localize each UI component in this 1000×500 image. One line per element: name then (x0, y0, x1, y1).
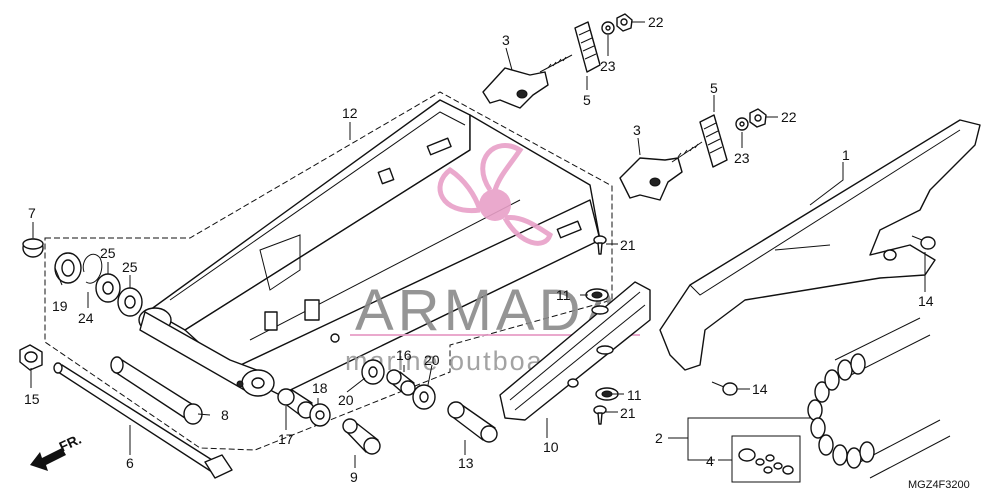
callout-14-lower: 14 (752, 381, 768, 397)
callout-25-right: 25 (122, 259, 138, 275)
bolt-14-lower (711, 381, 738, 396)
callout-24: 24 (78, 310, 94, 326)
callout-18: 18 (312, 380, 328, 396)
adjuster-plate-lower (699, 114, 728, 168)
cap-7 (22, 238, 44, 258)
collar-17 (277, 388, 315, 419)
collar-11-lower (595, 387, 619, 401)
callout-4: 4 (706, 453, 714, 469)
callout-19: 19 (52, 298, 68, 314)
chain-slider (499, 281, 651, 421)
callout-16: 16 (396, 347, 412, 363)
bearing-25-left (95, 273, 121, 303)
needle-bearing-16 (386, 369, 416, 396)
callout-2: 2 (655, 430, 663, 446)
nut-22-lower (749, 108, 767, 128)
callout-11-upper: 11 (556, 287, 571, 303)
callout-20-left: 20 (338, 392, 354, 408)
leader-lines (30, 21, 926, 468)
circlip-24 (82, 253, 103, 284)
washer-23-lower (735, 117, 749, 131)
nut-22-upper (616, 13, 633, 32)
callout-labels: 1 2 3 3 4 5 5 6 7 8 9 10 11 11 12 13 14 … (24, 14, 934, 485)
callout-1: 1 (842, 147, 850, 163)
callout-5-lower: 5 (710, 80, 718, 96)
callout-23-upper: 23 (600, 58, 616, 74)
pivot-collar (110, 356, 203, 425)
swingarm-group-outline (44, 91, 613, 451)
drive-chain (807, 317, 951, 479)
callout-17: 17 (278, 431, 294, 447)
adjuster-plate-upper (574, 21, 601, 73)
front-direction-label: FR. (57, 431, 84, 455)
callout-9: 9 (350, 469, 358, 485)
chain-adjuster-upper (482, 54, 573, 109)
joint-kit-parts (738, 448, 794, 475)
callout-21-lower: 21 (620, 405, 636, 421)
screw-21-upper (593, 235, 607, 255)
callout-3-lower: 3 (633, 122, 641, 138)
propeller-logo-icon (437, 143, 553, 246)
seal-20-lower (412, 384, 436, 410)
seal-18 (309, 403, 331, 427)
callout-20-right: 20 (424, 352, 440, 368)
callout-13: 13 (458, 455, 474, 471)
chain-adjuster-lower (619, 141, 703, 201)
callout-8: 8 (221, 407, 229, 423)
callout-7: 7 (28, 205, 36, 221)
callout-11-lower: 11 (627, 387, 642, 403)
callout-22-upper: 22 (648, 14, 664, 30)
callout-25-left: 25 (100, 245, 116, 261)
callout-6: 6 (126, 455, 134, 471)
front-direction-arrow-icon (30, 448, 66, 471)
callout-12: 12 (342, 105, 358, 121)
callout-14-upper: 14 (918, 293, 934, 309)
callout-5-upper: 5 (583, 92, 591, 108)
callout-23-lower: 23 (734, 150, 750, 166)
bushing-9 (342, 418, 381, 455)
joint-kit-box (731, 435, 801, 483)
callout-15: 15 (24, 391, 40, 407)
collar-11-upper (585, 288, 609, 302)
screw-21-lower (593, 405, 607, 425)
chain-case (659, 119, 981, 371)
bearing-25-right (117, 287, 143, 317)
nut-15 (19, 344, 43, 371)
callout-22-lower: 22 (781, 109, 797, 125)
washer-23-upper (601, 21, 615, 35)
callout-21-upper: 21 (620, 237, 636, 253)
bushing-13 (447, 401, 498, 443)
callout-3-upper: 3 (502, 32, 510, 48)
pivot-bolt (53, 362, 233, 479)
bolt-14-upper (911, 235, 936, 250)
diagram-code: MGZ4F3200 (908, 479, 970, 491)
seal-20-upper (361, 359, 385, 385)
callout-10: 10 (543, 439, 559, 455)
